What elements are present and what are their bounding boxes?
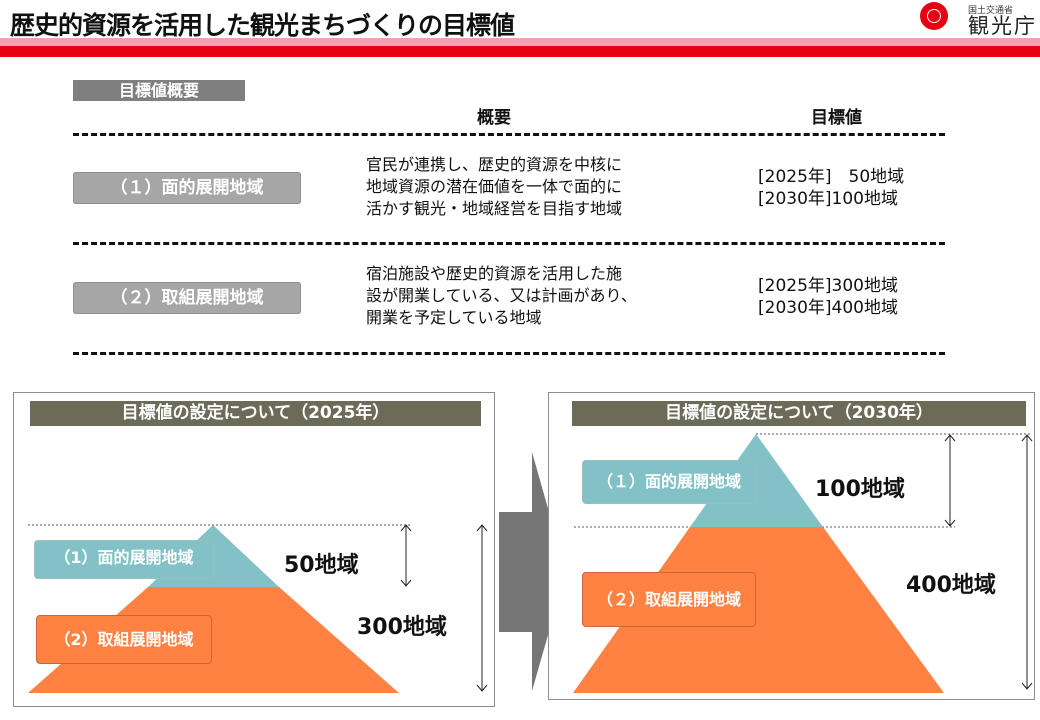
pill-initiative-2030: （２）取組展開地域 xyxy=(582,572,756,627)
divider-line xyxy=(73,242,945,245)
target-2030: [2030年]400地域 xyxy=(758,298,898,318)
arrowhead xyxy=(476,684,488,692)
row-description: 宿泊施設や歴史的資源を活用した施 設が開業している、又は計画があり、 開業を予定… xyxy=(366,263,676,329)
header-band-red xyxy=(0,46,1040,57)
value-initiative-2030: 400地域 xyxy=(906,573,996,598)
arrowhead xyxy=(400,579,412,587)
target-2025: [2025年] 50地域 xyxy=(758,167,905,187)
pyramid-base-2030 xyxy=(573,527,944,693)
description-line: 設が開業している、又は計画があり、 xyxy=(366,286,637,305)
arrowhead xyxy=(400,524,412,532)
description-line: 開業を予定している地域 xyxy=(366,308,542,327)
value-area-2025: 50地域 xyxy=(284,553,359,578)
panel-header-2025: 目標値の設定について（2025年） xyxy=(30,401,481,426)
panel-header-2030: 目標値の設定について（2030年） xyxy=(572,401,1026,426)
description-line: 官民が連携し、歴史的資源を中核に xyxy=(366,155,623,174)
summary-tag: 目標値概要 xyxy=(73,80,245,101)
arrowhead xyxy=(476,524,488,532)
logo-subtitle: 国土交通省 xyxy=(968,6,1014,16)
pill-area-2025: （1）面的展開地域 xyxy=(34,540,214,579)
description-line: 地域資源の潜在価値を一体で面的に xyxy=(366,177,623,196)
target-2030: [2030年]100地域 xyxy=(758,189,898,209)
row-description: 官民が連携し、歴史的資源を中核に 地域資源の潜在価値を一体で面的に 活かす観光・… xyxy=(366,154,676,220)
divider-line xyxy=(73,352,945,355)
target-2025: [2025年]300地域 xyxy=(758,276,898,296)
column-header-overview: 概要 xyxy=(477,108,511,128)
pyramid-base-2025 xyxy=(28,587,399,693)
pill-initiative-2025: （2）取組展開地域 xyxy=(36,615,212,664)
arrowhead xyxy=(944,434,956,442)
divider-line xyxy=(73,133,945,136)
description-line: 宿泊施設や歴史的資源を活用した施 xyxy=(366,264,623,283)
description-line: 活かす観光・地域経営を目指す地域 xyxy=(366,199,623,218)
page-title: 歴史的資源を活用した観光まちづくりの目標値 xyxy=(10,11,515,40)
row-targets: [2025年] 50地域 [2030年]100地域 xyxy=(758,166,904,210)
arrowhead xyxy=(944,519,956,527)
column-header-target: 目標値 xyxy=(811,108,862,128)
logo-text: 観光庁 xyxy=(968,14,1037,38)
row-label-area: （１）面的展開地域 xyxy=(73,172,301,204)
pill-area-2030: （１）面的展開地域 xyxy=(582,460,756,504)
row-label-initiative: （２）取組展開地域 xyxy=(73,282,301,314)
arrowhead xyxy=(1021,434,1033,442)
arrowhead xyxy=(1021,682,1033,690)
header-band-pink xyxy=(0,38,1040,46)
row-targets: [2025年]300地域 [2030年]400地域 xyxy=(758,275,898,319)
jta-logo-dot xyxy=(928,10,940,22)
value-area-2030: 100地域 xyxy=(815,477,905,502)
value-initiative-2025: 300地域 xyxy=(357,615,447,640)
